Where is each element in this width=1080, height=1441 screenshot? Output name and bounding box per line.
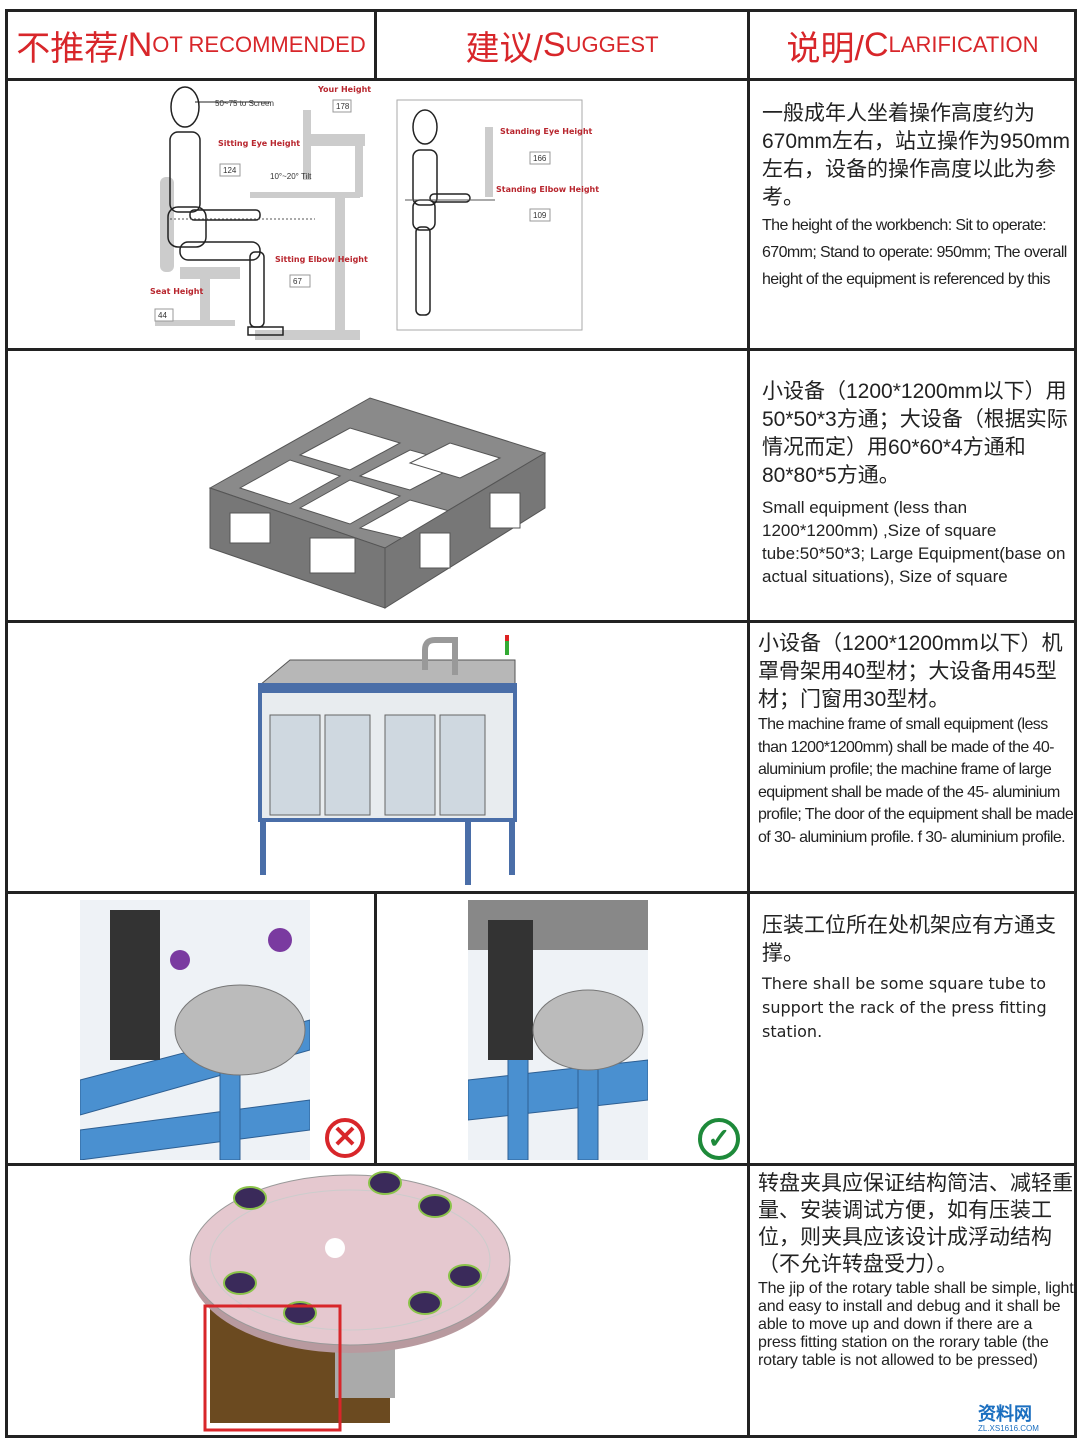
clarification-en: The height of the workbench: Sit to oper… (762, 217, 1067, 288)
x-circle-icon: ✕ (325, 1118, 365, 1158)
ergonomics-figure: 50~75 to Screen Your Height 178 Sitting … (150, 85, 599, 340)
clarification-zh: 小设备（1200*1200mm以下）用50*50*3方通；大设备（根据实际情况而… (762, 380, 1068, 487)
clarification-2: 小设备（1200*1200mm以下）用50*50*3方通；大设备（根据实际情况而… (762, 378, 1072, 588)
standing-eye-label: Standing Eye Height (500, 127, 593, 136)
press-station-not-recommended-figure (80, 900, 310, 1160)
standing-elbow-value: 109 (533, 211, 547, 220)
divider (5, 1163, 1077, 1166)
clarification-en: The jip of the rotary table shall be sim… (758, 1280, 1074, 1369)
clarification-3: 小设备（1200*1200mm以下）机罩骨架用40型材；大设备用45型材；门窗用… (758, 630, 1074, 849)
divider (5, 891, 1077, 894)
standing-elbow-label: Standing Elbow Height (496, 185, 599, 194)
clarification-en: There shall be some square tube to suppo… (762, 974, 1047, 1041)
clarification-zh: 压装工位所在处机架应有方通支撑。 (762, 914, 1056, 965)
clarification-en: Small equipment (less than 1200*1200mm) … (762, 498, 1066, 586)
seat-value: 44 (158, 311, 167, 320)
sitting-elbow-value: 67 (293, 277, 302, 286)
clarification-1: 一般成年人坐着操作高度约为670mm左右，站立操作为950mm左右，设备的操作高… (762, 100, 1072, 293)
clarification-zh: 一般成年人坐着操作高度约为670mm左右，站立操作为950mm左右，设备的操作高… (762, 102, 1071, 209)
header-en: UGGEST (565, 32, 659, 57)
your-height-label: Your Height (317, 85, 371, 94)
clarification-4: 压装工位所在处机架应有方通支撑。 There shall be some squ… (762, 912, 1072, 1044)
tilt-label: 10°~20° Tilt (270, 172, 312, 181)
divider (5, 348, 1077, 351)
watermark-name: 资料网 (978, 1404, 1032, 1424)
divider (374, 891, 377, 1164)
clarification-zh: 小设备（1200*1200mm以下）机罩骨架用40型材；大设备用45型材；门窗用… (758, 632, 1063, 711)
aluminium-machine-cover-figure (258, 635, 517, 885)
square-tube-frame-figure (208, 397, 547, 609)
sitting-eye-value: 124 (223, 166, 237, 175)
divider (747, 9, 750, 1438)
your-height-value: 178 (336, 102, 350, 111)
press-station-suggest-figure (468, 900, 648, 1160)
divider (5, 620, 1077, 623)
comparison-table (5, 9, 1077, 1438)
header-en: OT RECOMMENDED (152, 32, 366, 57)
sitting-eye-label: Sitting Eye Height (218, 139, 300, 148)
divider (374, 9, 377, 79)
header-zh: 建议/ (465, 29, 543, 68)
header-en: S (542, 25, 566, 64)
watermark-url: ZL.XS1616.COM (978, 1424, 1039, 1433)
standing-eye-value: 166 (533, 154, 547, 163)
header-en: N (127, 25, 153, 64)
screen-distance-label: 50~75 to Screen (215, 99, 274, 108)
watermark-logo: 资料网 ZL.XS1616.COM (975, 1404, 1042, 1434)
check-circle-icon: ✓ (698, 1118, 740, 1160)
clarification-en: The machine frame of small equipment (le… (758, 716, 1074, 846)
seat-label: Seat Height (150, 287, 203, 296)
rotary-table-figure (189, 1171, 511, 1432)
header-zh: 不推荐/ (16, 29, 128, 68)
clarification-5: 转盘夹具应保证结构简洁、减轻重量、安装调试方便，如有压装工位，则夹具应该设计成浮… (758, 1170, 1074, 1370)
divider (5, 78, 1077, 81)
sitting-elbow-label: Sitting Elbow Height (275, 255, 368, 264)
header-zh: 说明/ (786, 29, 864, 68)
header-en: C (863, 25, 889, 64)
clarification-zh: 转盘夹具应保证结构简洁、减轻重量、安装调试方便，如有压装工位，则夹具应该设计成浮… (758, 1172, 1073, 1276)
header-en: LARIFICATION (888, 32, 1039, 57)
